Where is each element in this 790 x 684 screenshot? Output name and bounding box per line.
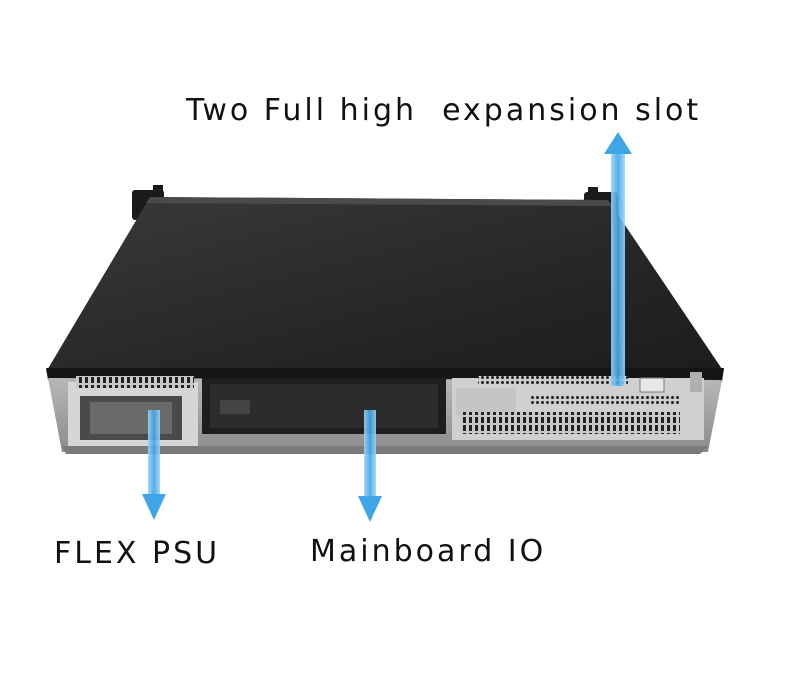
case-front-panel — [48, 372, 722, 454]
arrow-down-mainboard-io — [358, 410, 382, 522]
psu-bay — [68, 376, 198, 446]
mainboard-io-opening — [202, 378, 446, 434]
label-flex-psu: FLEX PSU — [54, 536, 221, 571]
arrow-up-expansion-slot — [604, 132, 632, 386]
label-mainboard-io: Mainboard IO — [310, 534, 547, 569]
case-top-cover — [46, 197, 724, 372]
expansion-slot-area — [452, 372, 704, 440]
arrow-down-psu — [142, 410, 166, 520]
label-expansion-slot: Two Full high expansion slot — [186, 93, 702, 128]
